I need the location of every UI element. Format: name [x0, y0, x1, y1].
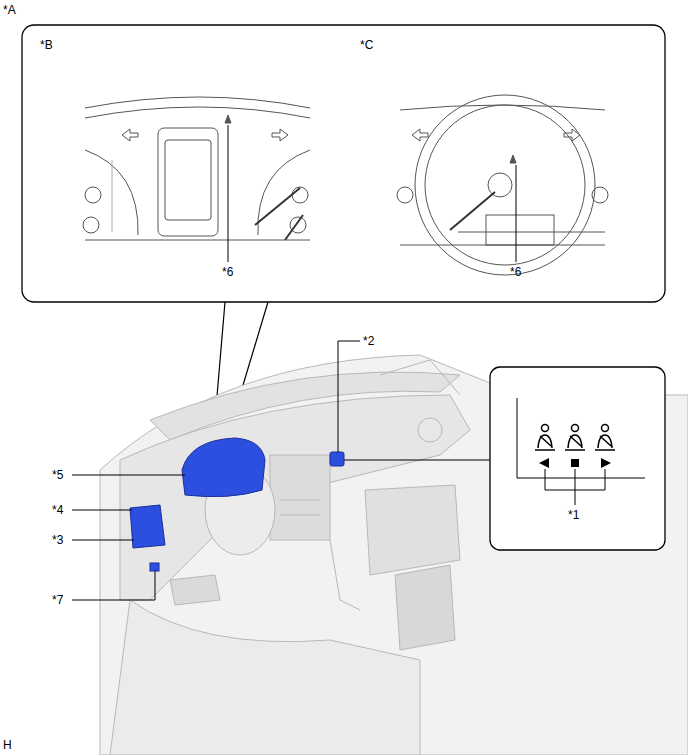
callout-number: *2	[363, 334, 374, 348]
meter-c	[397, 95, 608, 275]
callout-number: *3	[52, 533, 63, 547]
vehicle-interior	[100, 355, 688, 755]
leader-line	[72, 341, 490, 600]
seatbelt-icon	[535, 425, 615, 451]
view-label: *C	[360, 38, 373, 52]
view-label: *A	[3, 3, 16, 17]
callout-panel	[22, 25, 665, 302]
bracket	[545, 469, 605, 505]
meter-b	[83, 97, 310, 240]
callout-number: *1	[568, 508, 579, 522]
indicator-icon	[225, 115, 231, 123]
figure-code: H	[3, 738, 12, 752]
callout-box	[490, 367, 665, 550]
callout-number: *6	[510, 265, 521, 279]
leader-line	[516, 165, 517, 262]
callout-number: *7	[52, 593, 63, 607]
view-label: *B	[40, 38, 53, 52]
highlighted-parts	[130, 438, 344, 571]
callout-number: *6	[222, 265, 233, 279]
callout-number: *5	[52, 468, 63, 482]
indicator-marks	[539, 458, 611, 468]
callout-number: *4	[52, 503, 63, 517]
leader-line	[228, 125, 229, 262]
panel-edge	[517, 398, 645, 478]
